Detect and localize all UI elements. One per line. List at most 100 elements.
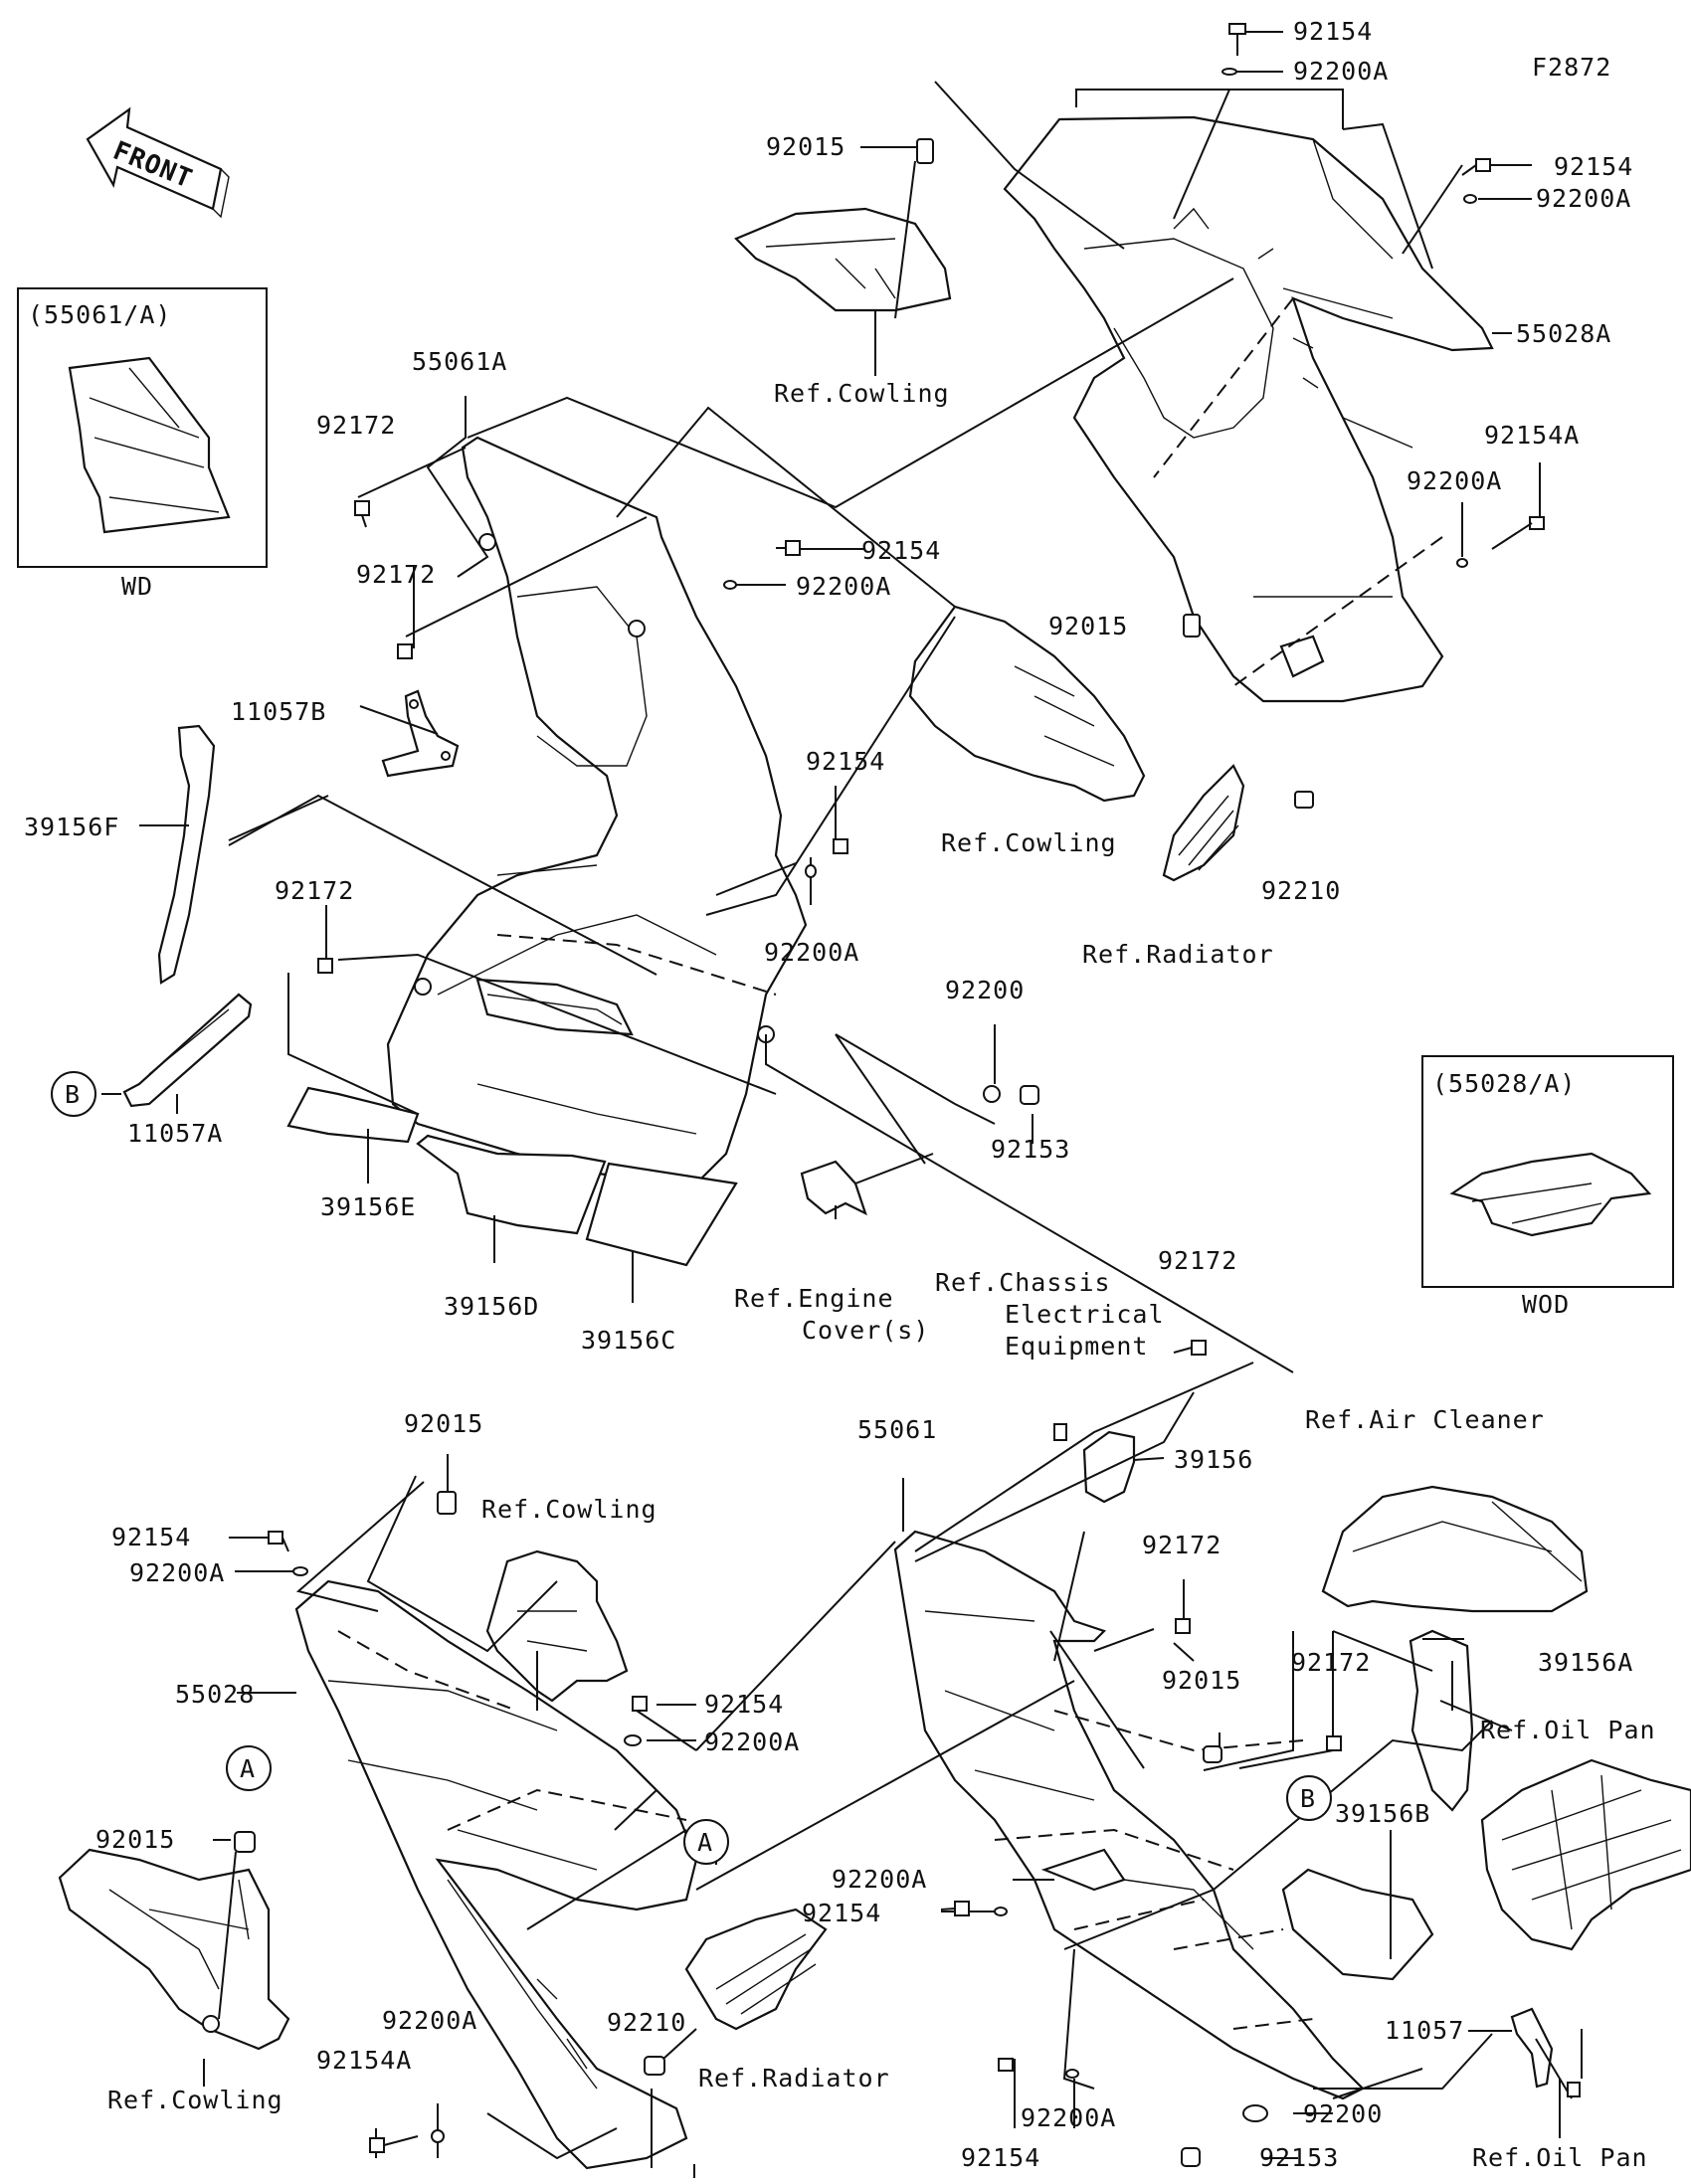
label-11057A: 11057A bbox=[127, 1119, 223, 1148]
label-92015-mid: 92015 bbox=[1048, 612, 1128, 640]
label-92154-mid: 92154 bbox=[861, 536, 941, 565]
label-ref-engine-cover-2: Cover(s) bbox=[802, 1316, 929, 1345]
label-11057B: 11057B bbox=[231, 697, 326, 726]
label-92154-right: 92154 bbox=[1554, 152, 1633, 181]
radiator-guard-upper bbox=[1162, 764, 1245, 882]
label-92210-lower: 92210 bbox=[607, 2008, 686, 2037]
label-55061A: 55061A bbox=[412, 347, 507, 376]
label-ref-radiator-lower: Ref.Radiator bbox=[698, 2064, 890, 2093]
label-ref-cowling-lower-mid: Ref.Cowling bbox=[481, 1495, 658, 1524]
bolt-icon bbox=[1294, 791, 1314, 809]
inset-wd: (55061/A) WD bbox=[17, 287, 268, 601]
label-92172-a: 92172 bbox=[316, 411, 396, 440]
bolt-icon bbox=[369, 2135, 419, 2153]
label-92200A-mid: 92200A bbox=[796, 572, 891, 601]
inset-wd-caption: WD bbox=[121, 572, 153, 601]
engine-cover-bracket bbox=[800, 1160, 867, 1216]
label-92200A-lower-left: 92200A bbox=[129, 1558, 225, 1587]
label-39156B: 39156B bbox=[1335, 1799, 1430, 1828]
label-55028: 55028 bbox=[175, 1680, 255, 1709]
inset-wd-ref: (55061/A) bbox=[28, 300, 171, 329]
label-92200A-right2: 92200A bbox=[1407, 466, 1502, 495]
label-ref-chassis-2: Electrical bbox=[1005, 1300, 1165, 1329]
label-39156C: 39156C bbox=[581, 1326, 676, 1355]
label-92015-lower-left: 92015 bbox=[95, 1825, 175, 1854]
label-92153-bottom: 92153 bbox=[1259, 2143, 1339, 2172]
bolt-icon bbox=[1175, 1618, 1191, 1634]
dashed-lines bbox=[337, 297, 1443, 2030]
label-92172-c: 92172 bbox=[275, 876, 354, 905]
washer-icon bbox=[624, 1734, 642, 1746]
label-92200A-top: 92200A bbox=[1293, 57, 1389, 86]
inset-wd-cowl-shape bbox=[68, 356, 231, 534]
label-ref-chassis-1: Ref.Chassis bbox=[935, 1268, 1111, 1297]
bracket-11057B bbox=[381, 689, 460, 778]
washer-icon bbox=[1221, 68, 1237, 76]
bracket-11057 bbox=[1510, 2007, 1554, 2089]
label-92172-f: 92172 bbox=[1291, 1648, 1371, 1677]
pad-39156D bbox=[416, 1134, 607, 1235]
washer-icon bbox=[994, 1907, 1008, 1916]
label-92172-d: 92172 bbox=[1158, 1246, 1237, 1275]
label-92015-lower: 92015 bbox=[404, 1409, 483, 1438]
air-cleaner bbox=[1321, 1485, 1589, 1613]
label-92154-lower-right: 92154 bbox=[802, 1899, 881, 1927]
bolt-icon bbox=[1020, 1085, 1039, 1105]
pad-39156A bbox=[1409, 1629, 1474, 1812]
label-11057: 11057 bbox=[1385, 2016, 1464, 2045]
lower-cowl-55028 bbox=[294, 1579, 698, 2170]
inset-wod-caption: WOD bbox=[1522, 1290, 1570, 1319]
label-92154-lower-mid: 92154 bbox=[704, 1690, 784, 1719]
label-92210-upper: 92210 bbox=[1261, 876, 1341, 905]
grommet-icon bbox=[437, 1491, 457, 1515]
radiator-guard-lower bbox=[684, 1908, 828, 2031]
bolt-icon bbox=[317, 958, 333, 974]
label-92200A-mid2: 92200A bbox=[764, 938, 859, 967]
label-ref-radiator-upper: Ref.Radiator bbox=[1082, 940, 1274, 969]
cowling-piece-center bbox=[908, 605, 1146, 803]
label-ref-cowling-mid: Ref.Cowling bbox=[941, 828, 1117, 857]
marker-b-upper-label: B bbox=[65, 1080, 81, 1109]
washer-icon bbox=[1463, 194, 1477, 204]
label-92200-mid: 92200 bbox=[945, 976, 1025, 1004]
label-92154-lower-left: 92154 bbox=[111, 1523, 191, 1551]
washer-icon bbox=[1242, 2104, 1268, 2122]
inset-wod-cowl-shape bbox=[1449, 1152, 1652, 1237]
label-92153-mid: 92153 bbox=[991, 1135, 1070, 1164]
marker-a-right-label: A bbox=[697, 1828, 713, 1857]
label-92200A-right: 92200A bbox=[1536, 184, 1631, 213]
label-92200A-bottom: 92200A bbox=[1021, 2103, 1116, 2132]
label-39156D: 39156D bbox=[444, 1292, 539, 1321]
bolt-icon bbox=[1461, 158, 1491, 176]
grommet-icon bbox=[1183, 614, 1201, 637]
marker-b-lower-label: B bbox=[1300, 1784, 1316, 1813]
cowling-piece-lower-mid bbox=[485, 1549, 629, 1703]
cowling-piece-lower-left bbox=[58, 1848, 290, 2051]
pads-39156CDE bbox=[286, 1086, 738, 1267]
pad-39156 bbox=[1082, 1430, 1136, 1504]
bolt-icon bbox=[1491, 516, 1545, 550]
label-92200A-lower-mid: 92200A bbox=[704, 1728, 800, 1756]
label-92154-mid2: 92154 bbox=[806, 747, 885, 776]
label-ref-oil-pan-upper: Ref.Oil Pan bbox=[1480, 1716, 1656, 1744]
pad-39156B bbox=[1281, 1868, 1434, 1981]
marker-a-left: A bbox=[226, 1745, 272, 1791]
label-39156A: 39156A bbox=[1538, 1648, 1633, 1677]
label-ref-engine-cover-1: Ref.Engine bbox=[734, 1284, 894, 1313]
washer-icon bbox=[292, 1566, 308, 1576]
label-92015-top: 92015 bbox=[766, 132, 846, 161]
label-ref-oil-pan-bottom: Ref.Oil Pan bbox=[1472, 2143, 1648, 2172]
marker-b-upper: B bbox=[51, 1071, 96, 1117]
label-92154A-right: 92154A bbox=[1484, 421, 1580, 450]
figure-code: F2872 bbox=[1532, 53, 1611, 82]
inset-wod: (55028/A) WOD bbox=[1421, 1055, 1674, 1319]
label-ref-chassis-3: Equipment bbox=[1005, 1332, 1148, 1361]
middle-cowl-55061 bbox=[893, 1530, 1365, 2100]
label-55061: 55061 bbox=[857, 1415, 937, 1444]
bolt-icon bbox=[1567, 2082, 1581, 2097]
washer-icon bbox=[805, 864, 817, 878]
oil-pan bbox=[1480, 1758, 1691, 1951]
label-92154-bottom: 92154 bbox=[961, 2143, 1040, 2172]
bolt-icon bbox=[632, 1696, 648, 1712]
